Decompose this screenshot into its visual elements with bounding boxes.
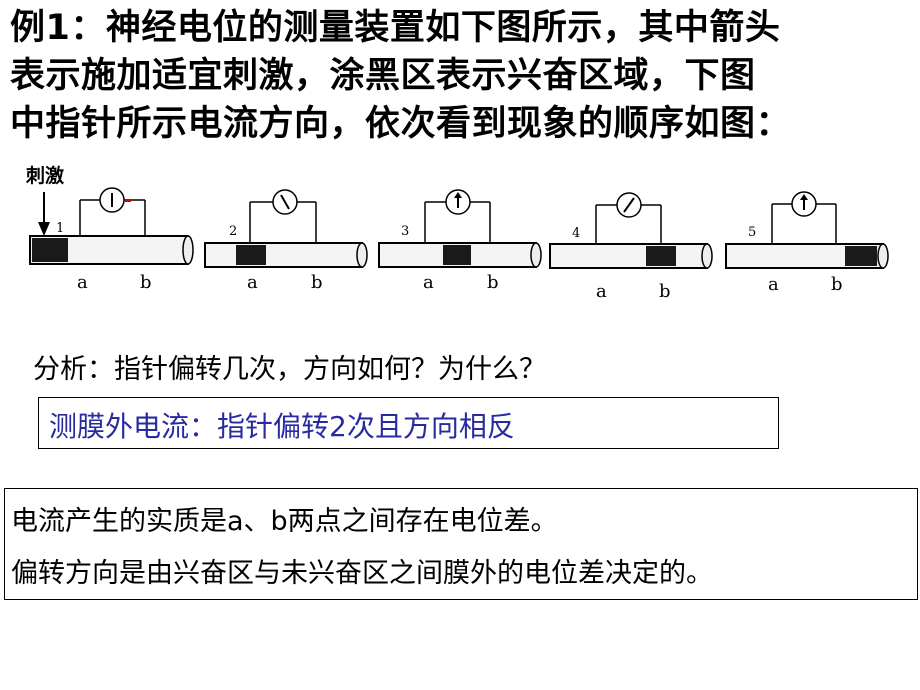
panel-4-a: a: [596, 281, 607, 302]
title-line-3: 中指针所示电流方向，依次看到现象的顺序如图：: [10, 104, 792, 144]
panel-1: 1 a b: [29, 187, 194, 293]
explanation-line-2: 偏转方向是由兴奋区与未兴奋区之间膜外的电位差决定的。: [11, 558, 713, 589]
answer-text: 测膜外电流：指针偏转2次且方向相反: [49, 410, 515, 443]
panel-5-num: 5: [748, 225, 756, 240]
stimulus-label: 刺激: [26, 164, 64, 187]
panel-1-a: a: [77, 272, 88, 293]
title-line-1: 例1：神经电位的测量装置如下图所示，其中箭头: [10, 8, 781, 48]
problem-statement: 例1：神经电位的测量装置如下图所示，其中箭头 表示施加适宜刺激，涂黑区表示兴奋区…: [10, 4, 915, 148]
panel-3-num: 3: [401, 224, 409, 239]
panel-3-b: b: [487, 272, 499, 293]
panel-1-num: 1: [56, 221, 64, 236]
panel-5-b: b: [831, 274, 843, 295]
panel-2-num: 2: [229, 224, 237, 239]
analysis-question: 分析：指针偏转几次，方向如何？为什么？: [33, 354, 546, 385]
explanation-line-1: 电流产生的实质是a、b两点之间存在电位差。: [11, 506, 558, 537]
panel-5: 5 a b: [725, 191, 889, 295]
stimulus-arrow-head: [38, 222, 50, 236]
explanation-box: 电流产生的实质是a、b两点之间存在电位差。 偏转方向是由兴奋区与未兴奋区之间膜外…: [4, 488, 918, 600]
panel-2-b: b: [311, 272, 323, 293]
panel-4: 4 a b: [549, 192, 713, 302]
panel-2-a: a: [247, 272, 258, 293]
panel-1-b: b: [140, 272, 152, 293]
panel-4-b: b: [659, 281, 671, 302]
nerve-figure: 刺激 1 a b 2 a b: [26, 164, 889, 302]
panel-2: 2 a b: [204, 189, 368, 293]
panel-4-num: 4: [572, 226, 580, 241]
panel-5-a: a: [768, 274, 779, 295]
panel-3-a: a: [423, 272, 434, 293]
title-line-2: 表示施加适宜刺激，涂黑区表示兴奋区域，下图: [10, 56, 756, 96]
panel-3: 3 a b: [378, 189, 542, 293]
answer-box: 测膜外电流：指针偏转2次且方向相反: [38, 397, 779, 449]
